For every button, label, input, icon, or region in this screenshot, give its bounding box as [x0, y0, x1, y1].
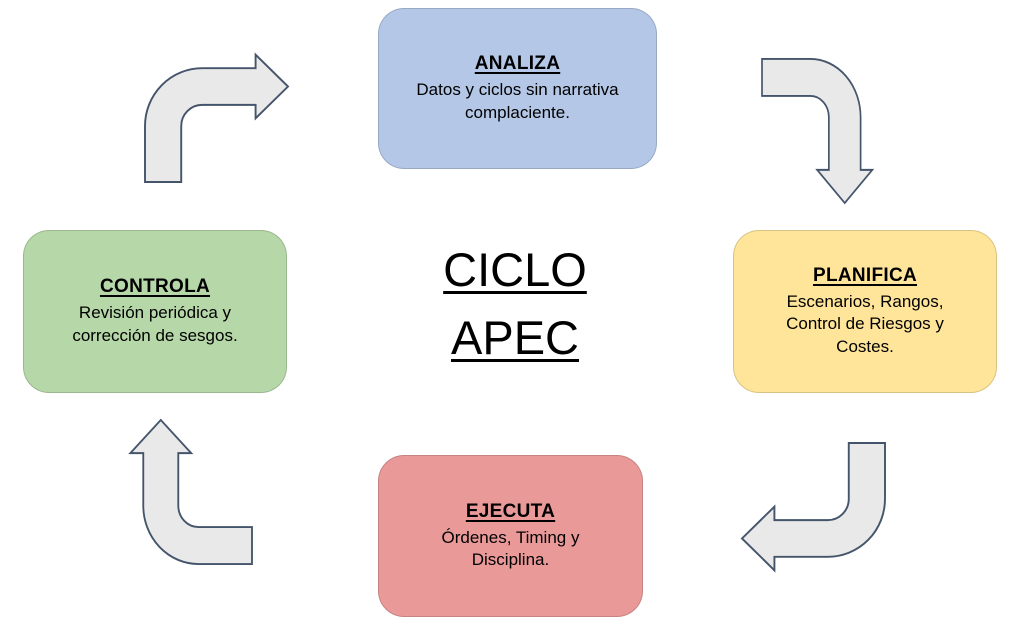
- diagram-title-line1: CICLO: [443, 243, 587, 296]
- node-analiza-label: ANALIZA: [474, 53, 561, 75]
- diagram-title-line2: APEC: [451, 311, 579, 364]
- curved-arrow-controla-to-analiza: [144, 47, 290, 183]
- node-ejecuta-description: Órdenes, Timing y Disciplina.: [441, 527, 580, 569]
- node-controla-description: Revisión periódica y corrección de sesgo…: [72, 303, 238, 345]
- diagram-title: CICLO APEC: [390, 236, 640, 372]
- node-controla: CONTROLA Revisión periódica y corrección…: [23, 230, 287, 393]
- node-ejecuta: EJECUTA Órdenes, Timing y Disciplina.: [378, 455, 643, 617]
- node-planifica-label: PLANIFICA: [812, 264, 918, 286]
- curved-arrow-analiza-to-planifica: [761, 57, 879, 205]
- curved-arrow-ejecuta-to-controla: [123, 418, 253, 566]
- curved-arrow-planifica-to-ejecuta: [740, 442, 886, 578]
- node-analiza-description: Datos y ciclos sin narrativa complacient…: [416, 80, 619, 122]
- node-ejecuta-label: EJECUTA: [465, 500, 556, 522]
- node-analiza: ANALIZA Datos y ciclos sin narrativa com…: [378, 8, 657, 169]
- node-planifica-description: Escenarios, Rangos, Control de Riesgos y…: [786, 291, 944, 356]
- node-planifica: PLANIFICA Escenarios, Rangos, Control de…: [733, 230, 997, 393]
- node-controla-label: CONTROLA: [99, 276, 211, 298]
